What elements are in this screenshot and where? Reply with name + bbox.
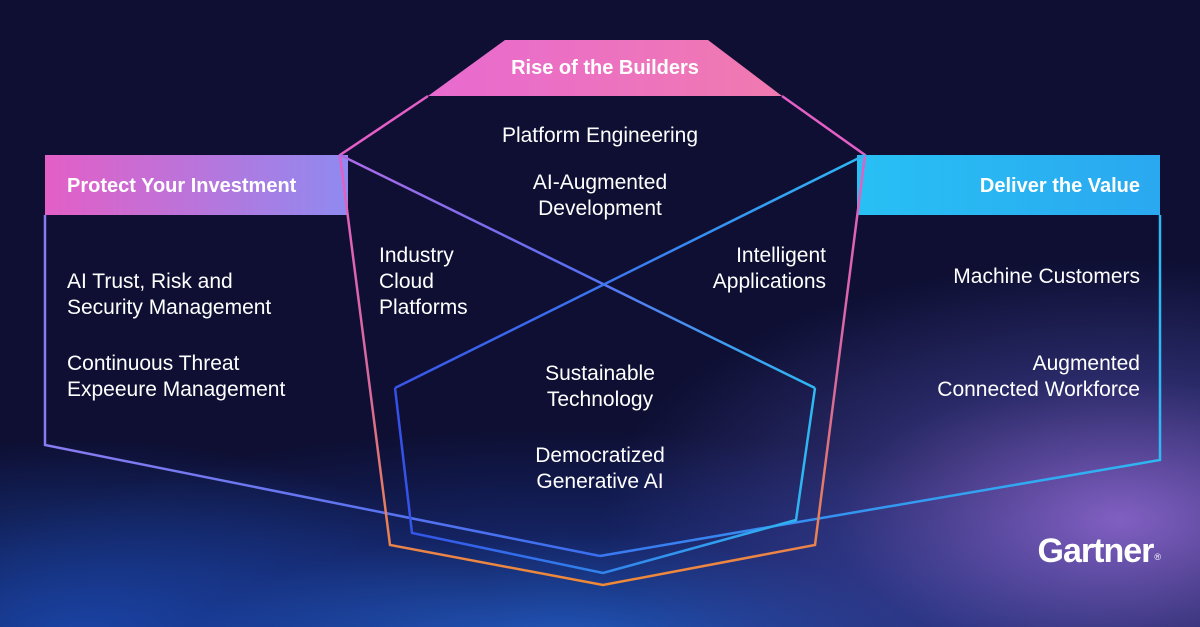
right-header-label: Deliver the Value bbox=[979, 175, 1140, 197]
gartner-logo: Gartner® bbox=[1037, 532, 1161, 571]
cross-line-right bbox=[394, 153, 866, 390]
platform-engineering-label: Platform Engineering bbox=[501, 124, 699, 147]
continuous-threat-label: Continuous Threat Expeeure Management bbox=[67, 352, 286, 401]
top-header-label: Rise of the Builders bbox=[511, 57, 699, 79]
democratized-generative-ai-label: Democratized Generative AI bbox=[535, 444, 665, 493]
inner-pentagon-outline bbox=[393, 387, 817, 575]
right-header-shape bbox=[857, 155, 1160, 215]
sustainable-technology-label: Sustainable Technology bbox=[545, 362, 655, 411]
industry-cloud-platforms-label: Industry Cloud Platforms bbox=[379, 244, 468, 319]
left-header-label: Protect Your Investment bbox=[67, 175, 297, 197]
registered-mark: ® bbox=[1154, 552, 1161, 562]
intelligent-applications-label: Intelligent Applications bbox=[712, 244, 826, 293]
logo-wordmark: Gartner bbox=[1037, 532, 1155, 570]
cross-line-left bbox=[339, 153, 816, 390]
ai-trust-risk-label: AI Trust, Risk and Security Management bbox=[67, 270, 272, 319]
left-panel-outline bbox=[43, 215, 601, 558]
right-panel-outline bbox=[599, 215, 1162, 558]
top-header-shape bbox=[428, 40, 782, 96]
left-header-shape bbox=[45, 155, 348, 215]
augmented-connected-workforce-label: Augmented Connected Workforce bbox=[937, 352, 1140, 401]
machine-customers-label: Machine Customers bbox=[953, 265, 1140, 288]
ai-augmented-development-label: AI-Augmented Development bbox=[532, 171, 668, 220]
